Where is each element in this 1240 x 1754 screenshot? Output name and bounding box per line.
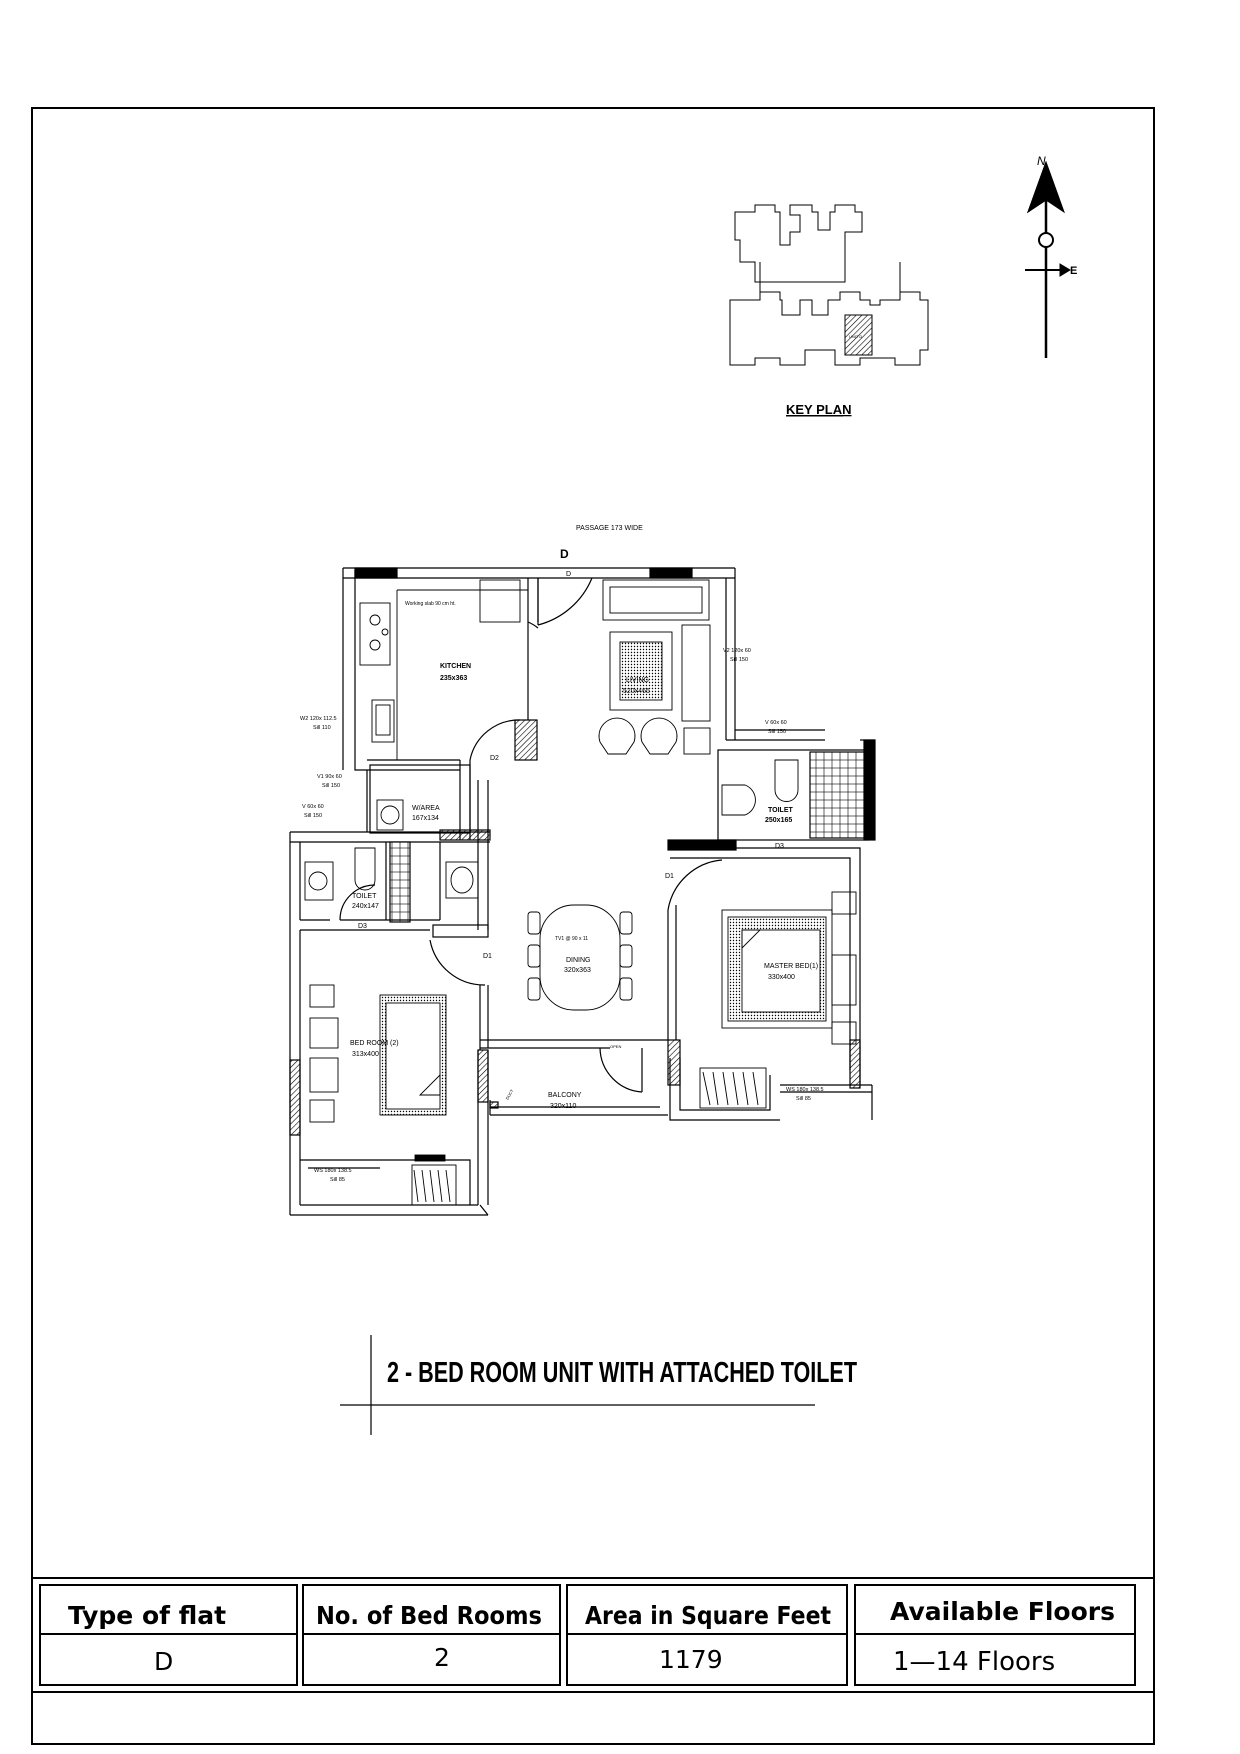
v1-sill-note: Sill 150 [322,783,340,789]
key-plan-unit-tag: UNIT D [849,334,862,339]
common-toilet-name: TOILET [352,893,377,900]
sheet-border [31,107,1155,1745]
ws-master-note: WS 180x 138.5 [786,1087,824,1093]
schedule-header-area: Area in Square Feet [585,1601,831,1630]
common-toilet-size: 240x147 [352,903,379,910]
door-label-d3-master: D3 [775,843,784,850]
open-label: OPEN [610,1044,621,1049]
entrance-door-small-label: D [566,571,571,578]
schedule-value-bedrooms: 2 [434,1643,450,1672]
v-common-sill-note: Sill 150 [304,813,322,819]
bed2-name: BED ROOM (2) [350,1040,399,1047]
duct-label: DUCT [505,1088,515,1101]
living-size: 520x465 [623,688,650,695]
kitchen-slab-note: Working slab 90 cm ht. [405,601,456,607]
schedule-header-bedrooms: No. of Bed Rooms [316,1601,542,1630]
master-toilet-size: 250x165 [765,817,792,824]
master-bed-furniture [699,891,857,1109]
v-master-sill-note: Sill 150 [768,729,786,735]
kitchen-name: KITCHEN [440,663,471,670]
common-toilet-fittings [304,847,479,901]
ws-bed2-sill-note: Sill 85 [330,1177,345,1183]
kitchen-fittings [359,579,528,760]
v1-note: V1 90x 60 [317,774,342,780]
master-toilet-fittings [721,759,799,816]
key-plan-title: KEY PLAN [786,402,852,417]
balcony-name: BALCONY [548,1092,582,1099]
kitchen-size: 235x363 [440,675,467,682]
warea-size: 167x134 [412,815,439,822]
drawing-title: 2 - BED ROOM UNIT WITH ATTACHED TOILET [387,1357,857,1389]
w2-sill-note: Sill 110 [313,725,331,731]
master-toilet-name: TOILET [768,807,793,814]
floor-plan [289,567,876,1216]
schedule-value-floors: 1—14 Floors [893,1647,1055,1677]
key-plan [729,204,929,366]
schedule-header-type: Type of flat [68,1601,226,1630]
v2-sill-note: Sill 150 [730,657,748,663]
warea-name: W/AREA [412,805,440,812]
living-furniture [598,579,711,755]
door-label-d1-bed2: D1 [483,953,492,960]
master-bed-name: MASTER BED(1) [764,963,818,970]
east-label: E [1070,265,1077,277]
north-label: N [1037,154,1046,168]
master-bed-size: 330x400 [768,974,795,981]
ws-master-sill-note: Sill 85 [796,1096,811,1102]
entrance-door-label: D [560,547,569,561]
north-arrow-icon [1025,160,1071,358]
door-label-d1-master: D1 [665,873,674,880]
w2-kitchen-note: W2 120x 112.5 [300,716,337,722]
door-label-d2: D2 [490,755,499,762]
schedule-header-floors: Available Floors [890,1597,1115,1626]
schedule-value-area: 1179 [659,1645,723,1674]
bed2-size: 313x400 [352,1051,379,1058]
living-name: LIVING [626,677,649,684]
v2-living-note: V2 120x 60 [723,648,751,654]
dining-name: DINING [566,957,591,964]
door-label-d3-common: D3 [358,923,367,930]
warea-fittings [376,799,404,831]
ws-bed2-note: WS 180x 138.5 [314,1168,352,1174]
schedule-value-type: D [154,1647,173,1676]
dining-table [527,904,633,1011]
dining-size: 320x363 [564,967,591,974]
passage-label: PASSAGE 173 WIDE [576,525,643,532]
bed2-furniture [309,984,457,1206]
dining-note: TV1 @ 90 x 11 [555,936,588,942]
balcony-size: 320x110 [550,1103,576,1110]
schedule-table [32,1577,1154,1693]
v-common-note: V 60x 60 [302,804,324,810]
v-master-note: V 60x 60 [765,720,787,726]
